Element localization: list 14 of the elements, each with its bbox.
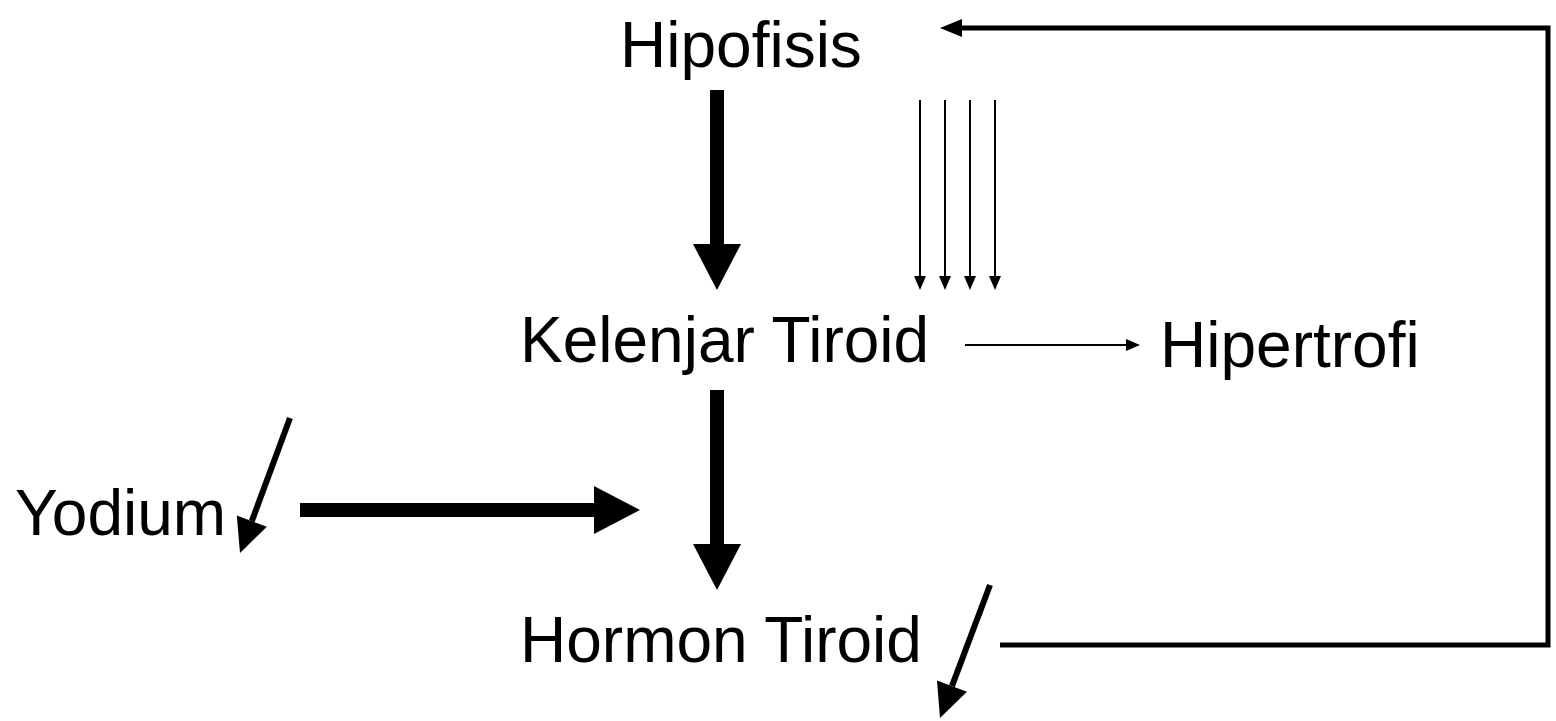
node-label: Yodium xyxy=(5,470,300,555)
arrow xyxy=(989,99,1001,290)
node-label: Hipofisis xyxy=(600,0,940,90)
node-label: Hipertrofi xyxy=(1140,300,1470,390)
arrow xyxy=(693,390,741,590)
arrow xyxy=(964,339,1140,351)
arrow xyxy=(914,99,926,290)
arrow xyxy=(964,99,976,290)
arrow xyxy=(300,486,640,534)
arrow xyxy=(693,90,741,290)
arrow xyxy=(940,19,1551,648)
arrow xyxy=(939,99,951,290)
node-label: Kelenjar Tiroid xyxy=(515,290,965,390)
node-label: Hormon Tiroid xyxy=(515,590,1000,690)
